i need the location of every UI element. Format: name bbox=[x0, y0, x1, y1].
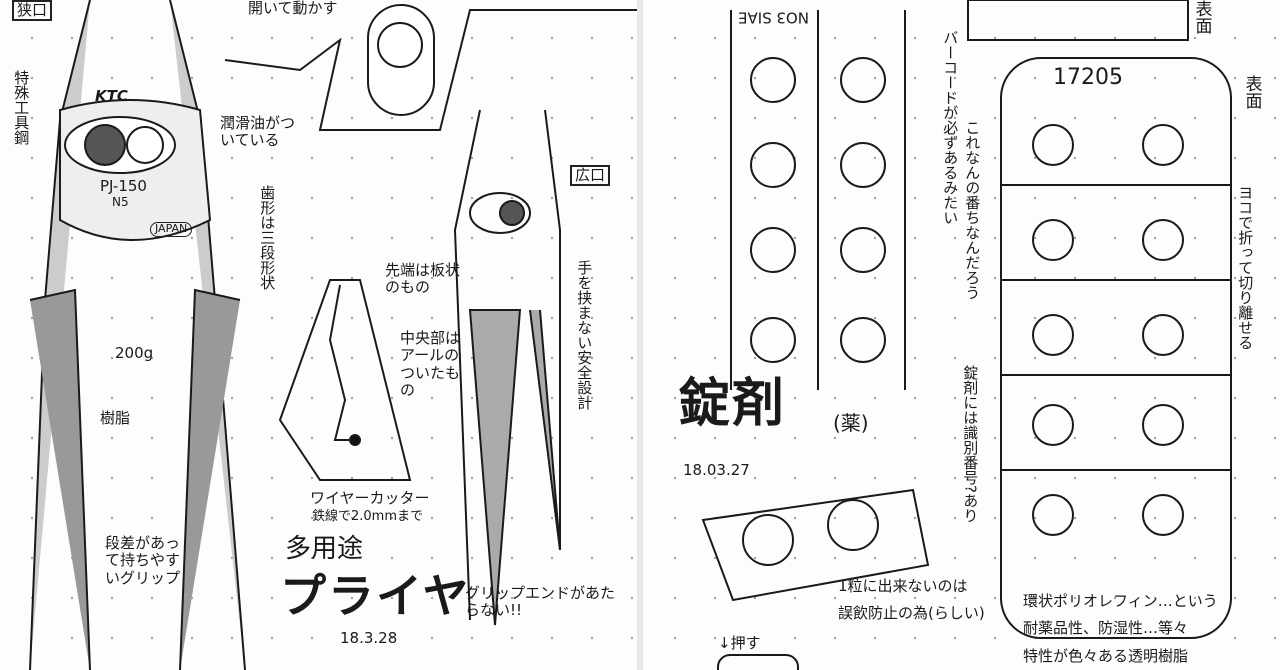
material-note-2: 耐薬品性、防湿性…等々 bbox=[1023, 619, 1189, 637]
model-label: PJ-150 bbox=[100, 177, 147, 195]
cutter-label: ワイヤーカッター bbox=[310, 489, 430, 507]
cutter-note: 鉄線で2.0mmまで bbox=[312, 509, 424, 524]
middle-label: 中央部はアールのついたもの bbox=[400, 329, 461, 399]
single-note-2: 誤飲防止の為(らしい) bbox=[838, 604, 985, 622]
id-note: 錠剤には識別番号?あり bbox=[961, 365, 980, 523]
blister-print: NO3 SIAE bbox=[738, 8, 810, 27]
wide-jaw-label: 広口 bbox=[570, 165, 611, 187]
resin-label: 樹脂 bbox=[100, 409, 131, 427]
lot-number: 17205 bbox=[1053, 65, 1123, 90]
single-note: 1粒に出来ないのは bbox=[838, 577, 968, 595]
push-label: ↓押す bbox=[718, 634, 761, 652]
tip-label: 先端は板状のもの bbox=[385, 261, 461, 297]
pliers-date: 18.3.28 bbox=[340, 629, 398, 647]
material-note-1: 環状ポリオレフィン…という bbox=[1023, 592, 1218, 610]
front-label-top: 表面 bbox=[1191, 0, 1212, 34]
grip-label: 段差があって持ちやすいグリップ bbox=[105, 534, 181, 587]
front-label: 表面 bbox=[1241, 75, 1262, 109]
grip-end-label: グリップエンドがあたらない!! bbox=[465, 584, 616, 620]
blister-drawing bbox=[701, 0, 1232, 670]
material-note-3: 特性が色々ある透明樹脂 bbox=[1023, 647, 1189, 665]
pliers-drawing bbox=[29, 0, 637, 670]
tablet-date: 18.03.27 bbox=[683, 461, 750, 479]
open-move-label: 開いて動かす bbox=[248, 0, 338, 17]
origin-label: JAPAN bbox=[150, 222, 193, 237]
mark-label: N5 bbox=[112, 195, 129, 209]
weight-label: 200g bbox=[115, 344, 154, 362]
tablet-subtitle: (薬) bbox=[833, 411, 869, 435]
safe-design-label: 手を挟まない安全設計 bbox=[575, 260, 594, 410]
purpose-label: 多用途 bbox=[285, 534, 364, 564]
teeth-label: 歯形は三段形状 bbox=[258, 185, 277, 290]
question-note: これなんの番ちなんだろう bbox=[963, 120, 982, 300]
steel-label: 特殊工具鋼 bbox=[12, 70, 31, 145]
lubricant-label: 潤滑油がついている bbox=[220, 114, 296, 150]
fold-note: ヨコで折って切り離せる bbox=[1236, 185, 1255, 350]
pliers-title: プライヤ bbox=[280, 569, 471, 623]
pliers-sketch-page: 狭口 広口 特殊工具鋼 潤滑油がついている 開いて動かす KTC PJ-150 … bbox=[0, 0, 637, 670]
tablet-title: 錠剤 bbox=[678, 374, 787, 434]
narrow-jaw-label: 狭口 bbox=[12, 0, 53, 22]
brand-label: KTC bbox=[95, 87, 128, 105]
tablet-sketch-page: NO3 SIAE 17205 表面 表面 バーコードが必ずあるみたい これなんの… bbox=[643, 0, 1280, 670]
barcode-note: バーコードが必ずあるみたい bbox=[941, 30, 960, 225]
